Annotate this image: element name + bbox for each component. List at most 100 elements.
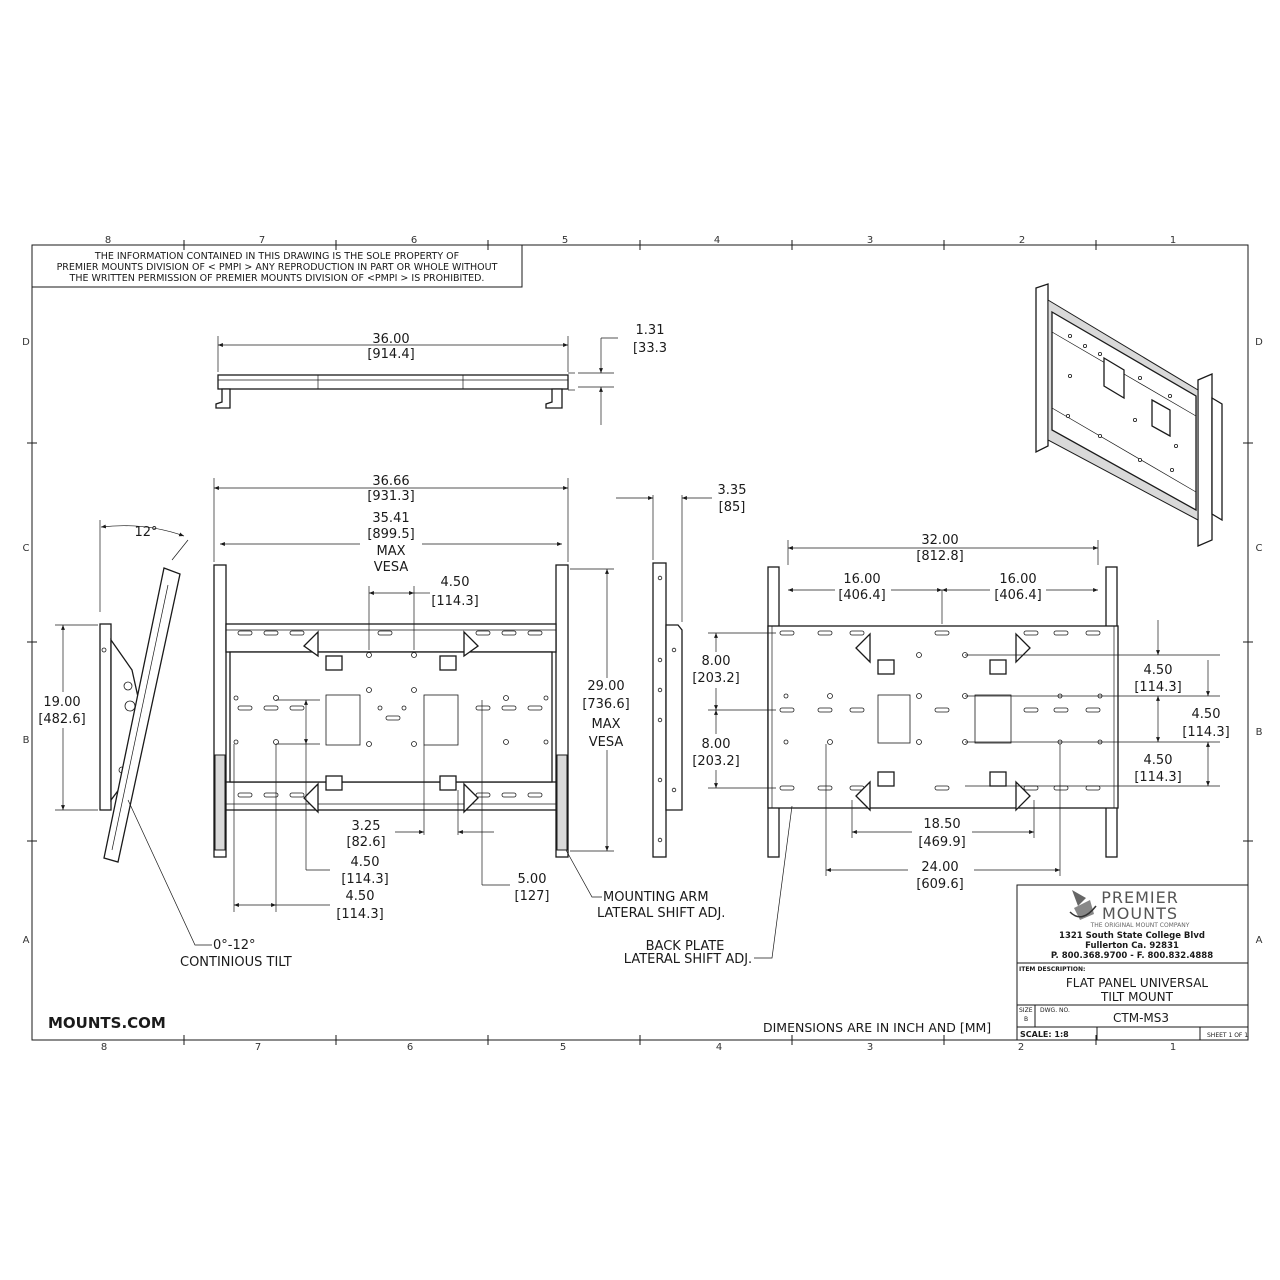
dim-value-mm: [85] <box>719 500 746 515</box>
dim-value-mm: [114.3] <box>1182 725 1229 740</box>
col-label: 6 <box>411 235 417 246</box>
dim-value-mm: [914.4] <box>367 347 414 362</box>
col-label: 3 <box>867 235 873 246</box>
col-label: 2 <box>1019 235 1025 246</box>
dim-value: 3.35 <box>718 483 747 498</box>
dim-label: MAX <box>376 544 405 559</box>
dim-value: 35.41 <box>372 511 409 526</box>
col-label: 5 <box>560 1042 566 1053</box>
zone-labels-side: D C B A D C B A <box>22 337 1263 946</box>
dim-front-325: 3.25 [82.6] <box>346 745 494 850</box>
dim-value-mm: [114.3] <box>336 907 383 922</box>
col-label: 4 <box>716 1042 722 1053</box>
top-view <box>215 372 575 409</box>
row-label: D <box>22 337 30 348</box>
title-block: PREMIER MOUNTS THE ORIGINAL MOUNT COMPAN… <box>1016 884 1249 1041</box>
zone-labels-bottom: 8 7 6 5 4 3 2 1 <box>101 1042 1176 1053</box>
col-label: 6 <box>407 1042 413 1053</box>
brand-name: MOUNTS <box>1102 904 1178 923</box>
dim-front-height: 29.00 [736.6] MAX VESA <box>570 568 634 852</box>
dim-value: 8.00 <box>702 654 731 669</box>
brand-tagline: THE ORIGINAL MOUNT COMPANY <box>1090 922 1190 929</box>
row-label: A <box>1256 935 1263 946</box>
dim-value-mm: [114.3] <box>341 872 388 887</box>
dim-value: 4.50 <box>351 855 380 870</box>
dim-value-mm: [114.3] <box>1134 770 1181 785</box>
dim-label: VESA <box>374 560 409 575</box>
dim-value: 18.50 <box>923 817 960 832</box>
dim-value-mm: [114.3] <box>431 594 478 609</box>
dim-value: 3.25 <box>352 819 381 834</box>
item-desc-label: ITEM DESCRIPTION: <box>1019 966 1085 973</box>
col-label: 1 <box>1170 1042 1176 1053</box>
dim-value: 36.00 <box>372 332 409 347</box>
col-label: 4 <box>714 235 720 246</box>
dim-front-center: 4.50 [114.3] <box>368 575 479 650</box>
address-line: 1321 South State College Blvd <box>1059 931 1205 941</box>
website-text: MOUNTS.COM <box>48 1014 166 1032</box>
dim-value-mm: [33.3 <box>633 341 667 356</box>
row-label: A <box>23 935 30 946</box>
col-label: 1 <box>1170 235 1176 246</box>
dim-back-1850: 18.50 [469.9] <box>851 800 1035 851</box>
dim-side-height: 19.00 [482.6] <box>38 624 98 811</box>
dim-value-mm: [406.4] <box>994 588 1041 603</box>
col-label: 7 <box>259 235 265 246</box>
size-label: SIZE <box>1019 1007 1033 1014</box>
premier-mounts-logo: PREMIER MOUNTS THE ORIGINAL MOUNT COMPAN… <box>1069 888 1190 929</box>
isometric-view <box>1035 283 1223 547</box>
dim-value: 29.00 <box>587 679 624 694</box>
col-label: 8 <box>105 235 111 246</box>
item-desc: TILT MOUNT <box>1100 990 1174 1004</box>
notice-line: THE WRITTEN PERMISSION OF PREMIER MOUNTS… <box>69 273 485 284</box>
col-label: 7 <box>255 1042 261 1053</box>
dim-value-mm: [736.6] <box>582 697 629 712</box>
front-view <box>213 564 569 858</box>
col-label: 3 <box>867 1042 873 1053</box>
row-label: B <box>1256 727 1263 738</box>
zone-ticks <box>27 240 1253 1045</box>
dim-back-vertical: 8.00 [203.2] 8.00 [203.2] <box>688 632 776 789</box>
dim-front-500: 5.00 [127] <box>481 700 549 904</box>
dim-back-right: 4.50 [114.3] 4.50 [114.3] 4.50 [114.3] <box>965 620 1234 787</box>
dim-top-width: 36.00 [914.4] <box>217 332 569 372</box>
col-label: 2 <box>1018 1042 1024 1053</box>
dim-value: 4.50 <box>1144 663 1173 678</box>
col-label: 8 <box>101 1042 107 1053</box>
notice-line: PREMIER MOUNTS DIVISION OF < PMPI > ANY … <box>57 262 498 273</box>
dim-arm-depth: 3.35 [85] <box>616 483 746 622</box>
dim-value: 5.00 <box>518 872 547 887</box>
sheet-text: SHEET 1 OF 1 <box>1207 1032 1248 1039</box>
row-label: B <box>23 735 30 746</box>
dim-label: VESA <box>589 735 624 750</box>
row-label: C <box>23 543 30 554</box>
units-note: DIMENSIONS ARE IN INCH AND [MM] <box>763 1020 991 1035</box>
dim-value-mm: [482.6] <box>38 712 85 727</box>
dim-top-depth: 1.31 [33.3 <box>578 323 667 425</box>
dim-label: MAX <box>591 717 620 732</box>
callout-text: CONTINIOUS TILT <box>180 955 292 970</box>
dim-value-mm: [469.9] <box>918 835 965 850</box>
callout-text: LATERAL SHIFT ADJ. <box>624 952 752 967</box>
dim-value: 16.00 <box>999 572 1036 587</box>
dim-value-mm: [114.3] <box>1134 680 1181 695</box>
back-plate-view <box>767 566 1119 858</box>
scale-text: SCALE: 1:8 <box>1020 1030 1069 1039</box>
arm-side-view <box>652 562 683 858</box>
callout-text: BACK PLATE <box>646 939 725 954</box>
dim-value: 24.00 <box>921 860 958 875</box>
brand-name: PREMIER <box>1101 888 1179 907</box>
dim-tilt-angle: 12° <box>134 525 157 540</box>
dim-front-450b: 4.50 [114.3] <box>233 744 384 922</box>
notice-box <box>31 244 523 288</box>
dim-value: 4.50 <box>1144 753 1173 768</box>
dim-back-width: 32.00 [812.8] <box>787 533 1099 565</box>
col-label: 5 <box>562 235 568 246</box>
dim-value-mm: [203.2] <box>692 754 739 769</box>
notice-line: THE INFORMATION CONTAINED IN THIS DRAWIN… <box>94 251 459 262</box>
dim-value-mm: [203.2] <box>692 671 739 686</box>
row-label: C <box>1256 543 1263 554</box>
item-desc: FLAT PANEL UNIVERSAL <box>1066 976 1208 990</box>
dim-value: 4.50 <box>441 575 470 590</box>
